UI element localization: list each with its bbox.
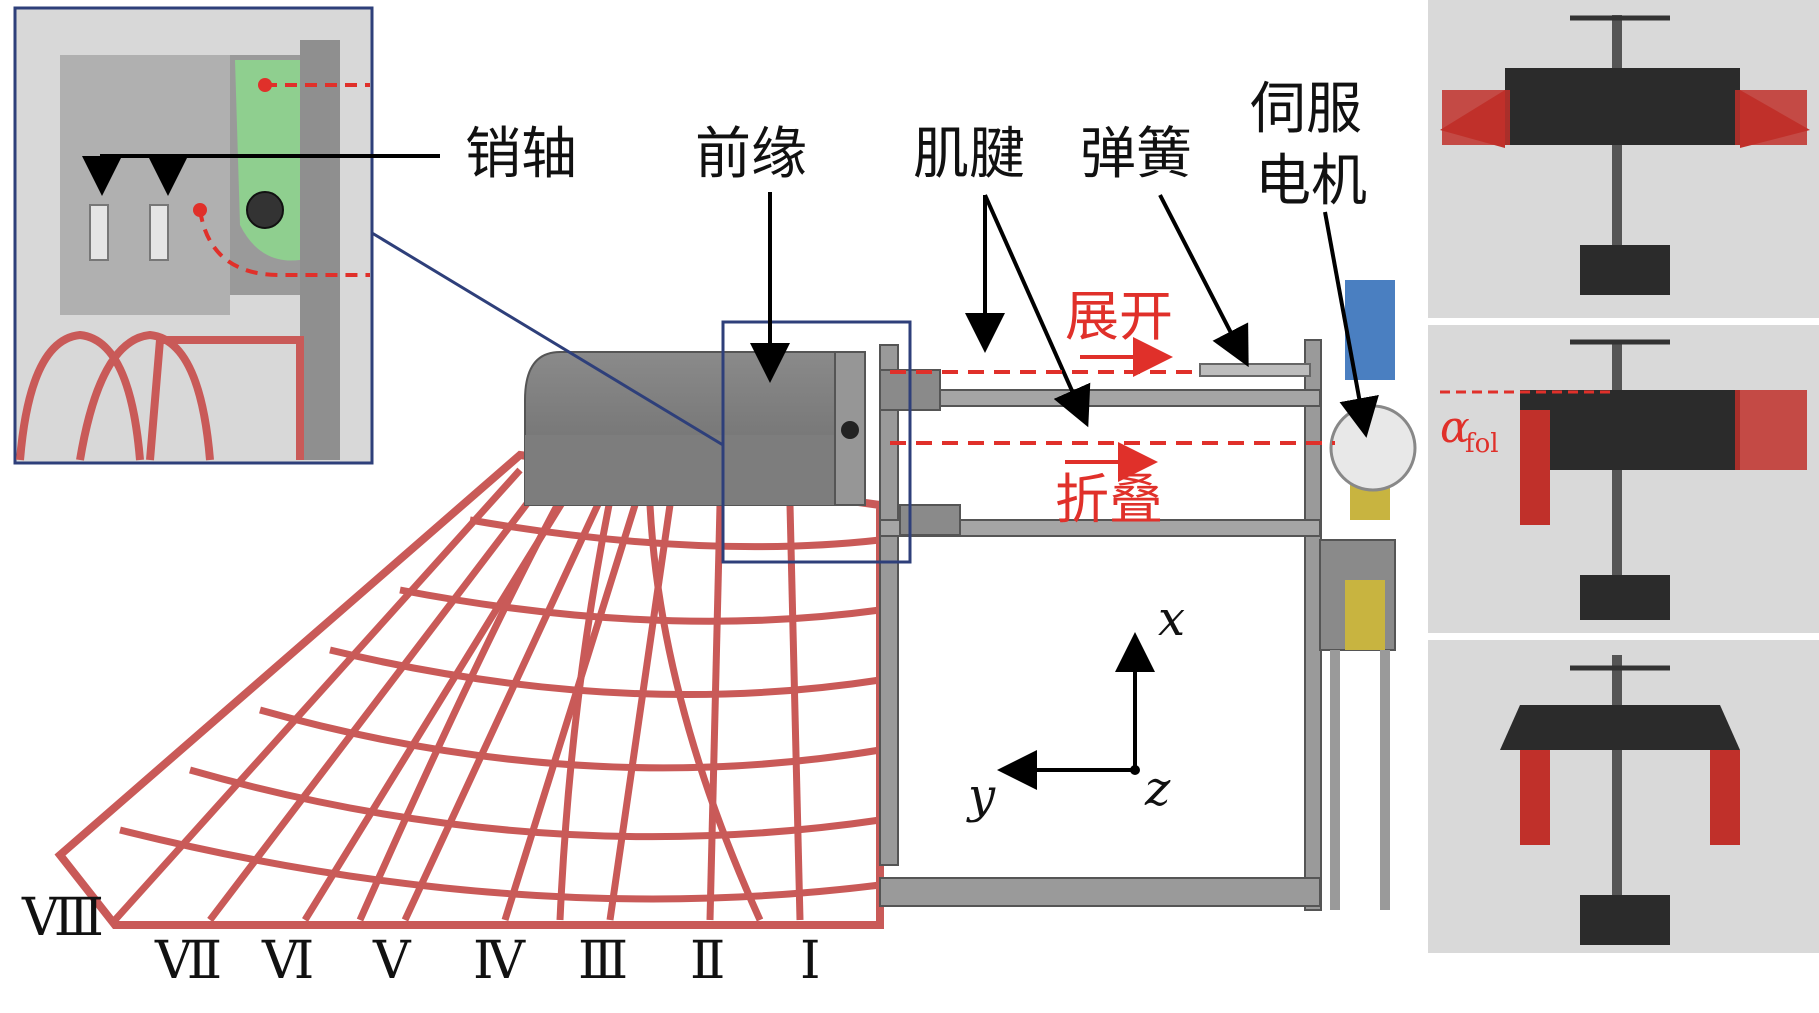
label-pin-shaft: 销轴 (465, 122, 577, 187)
label-fold: 折叠 (1055, 468, 1163, 531)
angle-alpha: α (1440, 402, 1470, 453)
label-leading-edge: 前缘 (695, 122, 807, 187)
label-tendon: 肌腱 (913, 122, 1025, 187)
feather-label-1: Ⅰ (800, 931, 821, 991)
photo-panel-partial: α fol (1428, 325, 1819, 633)
feather-numerals: Ⅷ Ⅶ Ⅵ Ⅴ Ⅳ Ⅲ Ⅱ Ⅰ (21, 888, 821, 991)
feather-label-8: Ⅷ (21, 888, 104, 948)
feather-label-2: Ⅱ (690, 931, 725, 991)
label-servo-line1: 伺服 (1250, 77, 1362, 142)
axis-z-label: z (1144, 761, 1171, 817)
feather-label-4: Ⅳ (473, 931, 526, 991)
axis-x-label: x (1158, 591, 1185, 647)
detail-region-box (721, 320, 912, 564)
label-spring: 弹簧 (1080, 122, 1192, 187)
axis-y-label: y (966, 768, 996, 824)
coordinate-axes: x y z (966, 591, 1185, 824)
photo-panel-unfolded (1428, 0, 1819, 318)
label-servo-line2: 电机 (1255, 149, 1367, 214)
spring-arrow (1158, 194, 1249, 368)
detail-connector (371, 231, 724, 447)
servo-disk (1329, 404, 1417, 492)
photo-panel-folded (1428, 640, 1819, 953)
frame (879, 280, 1417, 911)
label-unfold: 展开 (1065, 285, 1173, 348)
servo-arrow (1323, 211, 1379, 438)
inset-detail (13, 6, 440, 465)
angle-subscript: fol (1465, 429, 1499, 459)
feather-label-6: Ⅵ (261, 931, 314, 991)
feather-label-3: Ⅲ (578, 931, 628, 991)
feather-fan (54, 450, 884, 929)
callout-arrows (750, 192, 1379, 438)
leading-edge-housing (524, 351, 866, 506)
feather-label-7: Ⅶ (154, 931, 222, 991)
feather-label-5: Ⅴ (372, 931, 412, 991)
tendon-paths (890, 370, 1335, 445)
tendon-arrow-2 (983, 194, 1091, 428)
motion-arrows (1065, 337, 1173, 482)
